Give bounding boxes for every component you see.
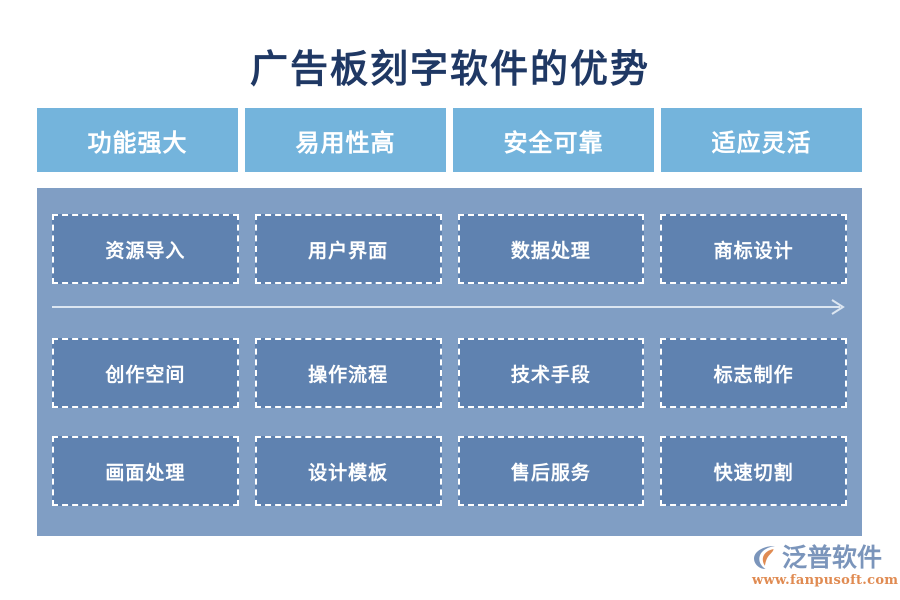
- matrix-cell[interactable]: 数据处理: [457, 214, 645, 284]
- matrix-row-2: 创作空间 操作流程 技术手段 标志制作: [52, 338, 847, 408]
- matrix-cell-label: 设计模板: [308, 461, 389, 484]
- matrix-cell[interactable]: 设计模板: [254, 436, 442, 506]
- matrix-cell[interactable]: 商标设计: [660, 214, 847, 284]
- matrix-cell-label: 快速切割: [713, 461, 794, 484]
- matrix-cell-label: 售后服务: [510, 461, 591, 484]
- matrix-cell-label: 创作空间: [105, 363, 186, 386]
- logo-url: www.fanpusoft.com: [752, 573, 899, 588]
- header-cell-label: 功能强大: [87, 127, 188, 157]
- header-cell-label: 适应灵活: [711, 127, 812, 157]
- right-arrow-icon: [52, 298, 847, 316]
- matrix-row-3: 画面处理 设计模板 售后服务 快速切割: [52, 436, 847, 506]
- header-row: 功能强大 易用性高 安全可靠 适应灵活: [37, 108, 862, 172]
- brand-logo: 泛普软件 www.fanpusoft.com: [752, 542, 899, 592]
- matrix-cell[interactable]: 资源导入: [52, 214, 239, 284]
- header-cell-1[interactable]: 功能强大: [37, 108, 238, 172]
- matrix-cell-label: 用户界面: [308, 239, 389, 262]
- matrix-row-1: 资源导入 用户界面 数据处理 商标设计: [52, 214, 847, 284]
- matrix-cell-label: 画面处理: [105, 461, 186, 484]
- matrix-cell[interactable]: 画面处理: [52, 436, 239, 506]
- matrix-cell[interactable]: 用户界面: [254, 214, 442, 284]
- logo-name: 泛普软件: [782, 542, 883, 572]
- header-cell-3[interactable]: 安全可靠: [453, 108, 654, 172]
- fanpu-leaf-icon: [752, 544, 779, 571]
- matrix-cell-label: 数据处理: [510, 239, 591, 262]
- logo-top-row: 泛普软件: [752, 542, 892, 572]
- matrix-cell-label: 商标设计: [713, 239, 794, 262]
- matrix-cell-label: 技术手段: [510, 363, 591, 386]
- header-cell-2[interactable]: 易用性高: [245, 108, 446, 172]
- matrix-cell-label: 标志制作: [713, 363, 794, 386]
- page-title: 广告板刻字软件的优势: [249, 46, 650, 91]
- header-cell-4[interactable]: 适应灵活: [661, 108, 862, 172]
- matrix-cell[interactable]: 技术手段: [457, 338, 645, 408]
- header-cell-label: 安全可靠: [503, 127, 604, 157]
- content-panel: 资源导入 用户界面 数据处理 商标设计 创作空间 操作流程: [37, 188, 862, 536]
- matrix-cell[interactable]: 创作空间: [52, 338, 239, 408]
- matrix-cell[interactable]: 快速切割: [660, 436, 847, 506]
- matrix-cell[interactable]: 标志制作: [660, 338, 847, 408]
- matrix-cell[interactable]: 操作流程: [254, 338, 442, 408]
- matrix-cell[interactable]: 售后服务: [457, 436, 645, 506]
- header-cell-label: 易用性高: [295, 127, 396, 157]
- matrix-cell-label: 资源导入: [105, 239, 186, 262]
- matrix-cell-label: 操作流程: [308, 363, 389, 386]
